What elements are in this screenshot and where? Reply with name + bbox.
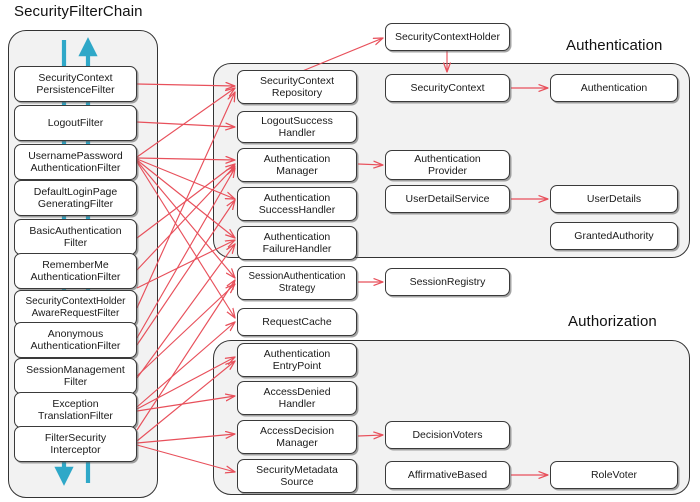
node-grantedauthority[interactable]: GrantedAuthority xyxy=(550,222,678,250)
node-remembermeauthenticationfilter[interactable]: RememberMe AuthenticationFilter xyxy=(14,253,137,289)
node-authenticationsuccesshandler[interactable]: Authentication SuccessHandler xyxy=(237,187,357,221)
node-userdetailservice[interactable]: UserDetailService xyxy=(385,185,510,213)
node-logoutsuccesshandler[interactable]: LogoutSuccess Handler xyxy=(237,111,357,143)
node-securitycontextpersistencefilter[interactable]: SecurityContext PersistenceFilter xyxy=(14,66,137,102)
panel-title-securityfilterchain: SecurityFilterChain xyxy=(14,3,143,20)
node-usernamepasswordauthenticationfilter[interactable]: UsernamePassword AuthenticationFilter xyxy=(14,144,137,180)
node-requestcache[interactable]: RequestCache xyxy=(237,308,357,336)
node-decisionvoters[interactable]: DecisionVoters xyxy=(385,421,510,449)
node-authenticationfailurehandler[interactable]: Authentication FailureHandler xyxy=(237,226,357,260)
node-securitycontextrepository[interactable]: SecurityContext Repository xyxy=(237,70,357,104)
node-defaultloginpagegeneratingfilter[interactable]: DefaultLoginPage GeneratingFilter xyxy=(14,180,137,216)
node-accessdecisionmanager[interactable]: AccessDecision Manager xyxy=(237,420,357,454)
node-authenticationentrypoint[interactable]: Authentication EntryPoint xyxy=(237,343,357,377)
node-securitycontextholderawarerequestfilter[interactable]: SecurityContextHolder AwareRequestFilter xyxy=(14,290,137,326)
node-affirmativebased[interactable]: AffirmativeBased xyxy=(385,461,510,489)
node-sessionauthenticationstrategy[interactable]: SessionAuthentication Strategy xyxy=(237,266,357,300)
node-sessionmanagementfilter[interactable]: SessionManagement Filter xyxy=(14,358,137,394)
node-userdetails[interactable]: UserDetails xyxy=(550,185,678,213)
node-filtersecurityinterceptor[interactable]: FilterSecurity Interceptor xyxy=(14,426,137,462)
node-logoutfilter[interactable]: LogoutFilter xyxy=(14,105,137,141)
panel-title-authorization: Authorization xyxy=(568,313,657,330)
node-securitycontext[interactable]: SecurityContext xyxy=(385,74,510,102)
node-securitymetadatasource[interactable]: SecurityMetadata Source xyxy=(237,459,357,493)
node-accessdeniedhandler[interactable]: AccessDenied Handler xyxy=(237,381,357,415)
node-authenticationprovider[interactable]: Authentication Provider xyxy=(385,150,510,180)
node-authenticationmanager[interactable]: Authentication Manager xyxy=(237,148,357,182)
node-exceptiontranslationfilter[interactable]: Exception TranslationFilter xyxy=(14,392,137,428)
node-anonymousauthenticationfilter[interactable]: Anonymous AuthenticationFilter xyxy=(14,322,137,358)
node-basicauthenticationfilter[interactable]: BasicAuthentication Filter xyxy=(14,219,137,255)
node-rolevoter[interactable]: RoleVoter xyxy=(550,461,678,489)
node-authentication[interactable]: Authentication xyxy=(550,74,678,102)
node-securitycontextholder[interactable]: SecurityContextHolder xyxy=(385,23,510,51)
node-sessionregistry[interactable]: SessionRegistry xyxy=(385,268,510,296)
panel-title-authentication: Authentication xyxy=(566,37,663,54)
